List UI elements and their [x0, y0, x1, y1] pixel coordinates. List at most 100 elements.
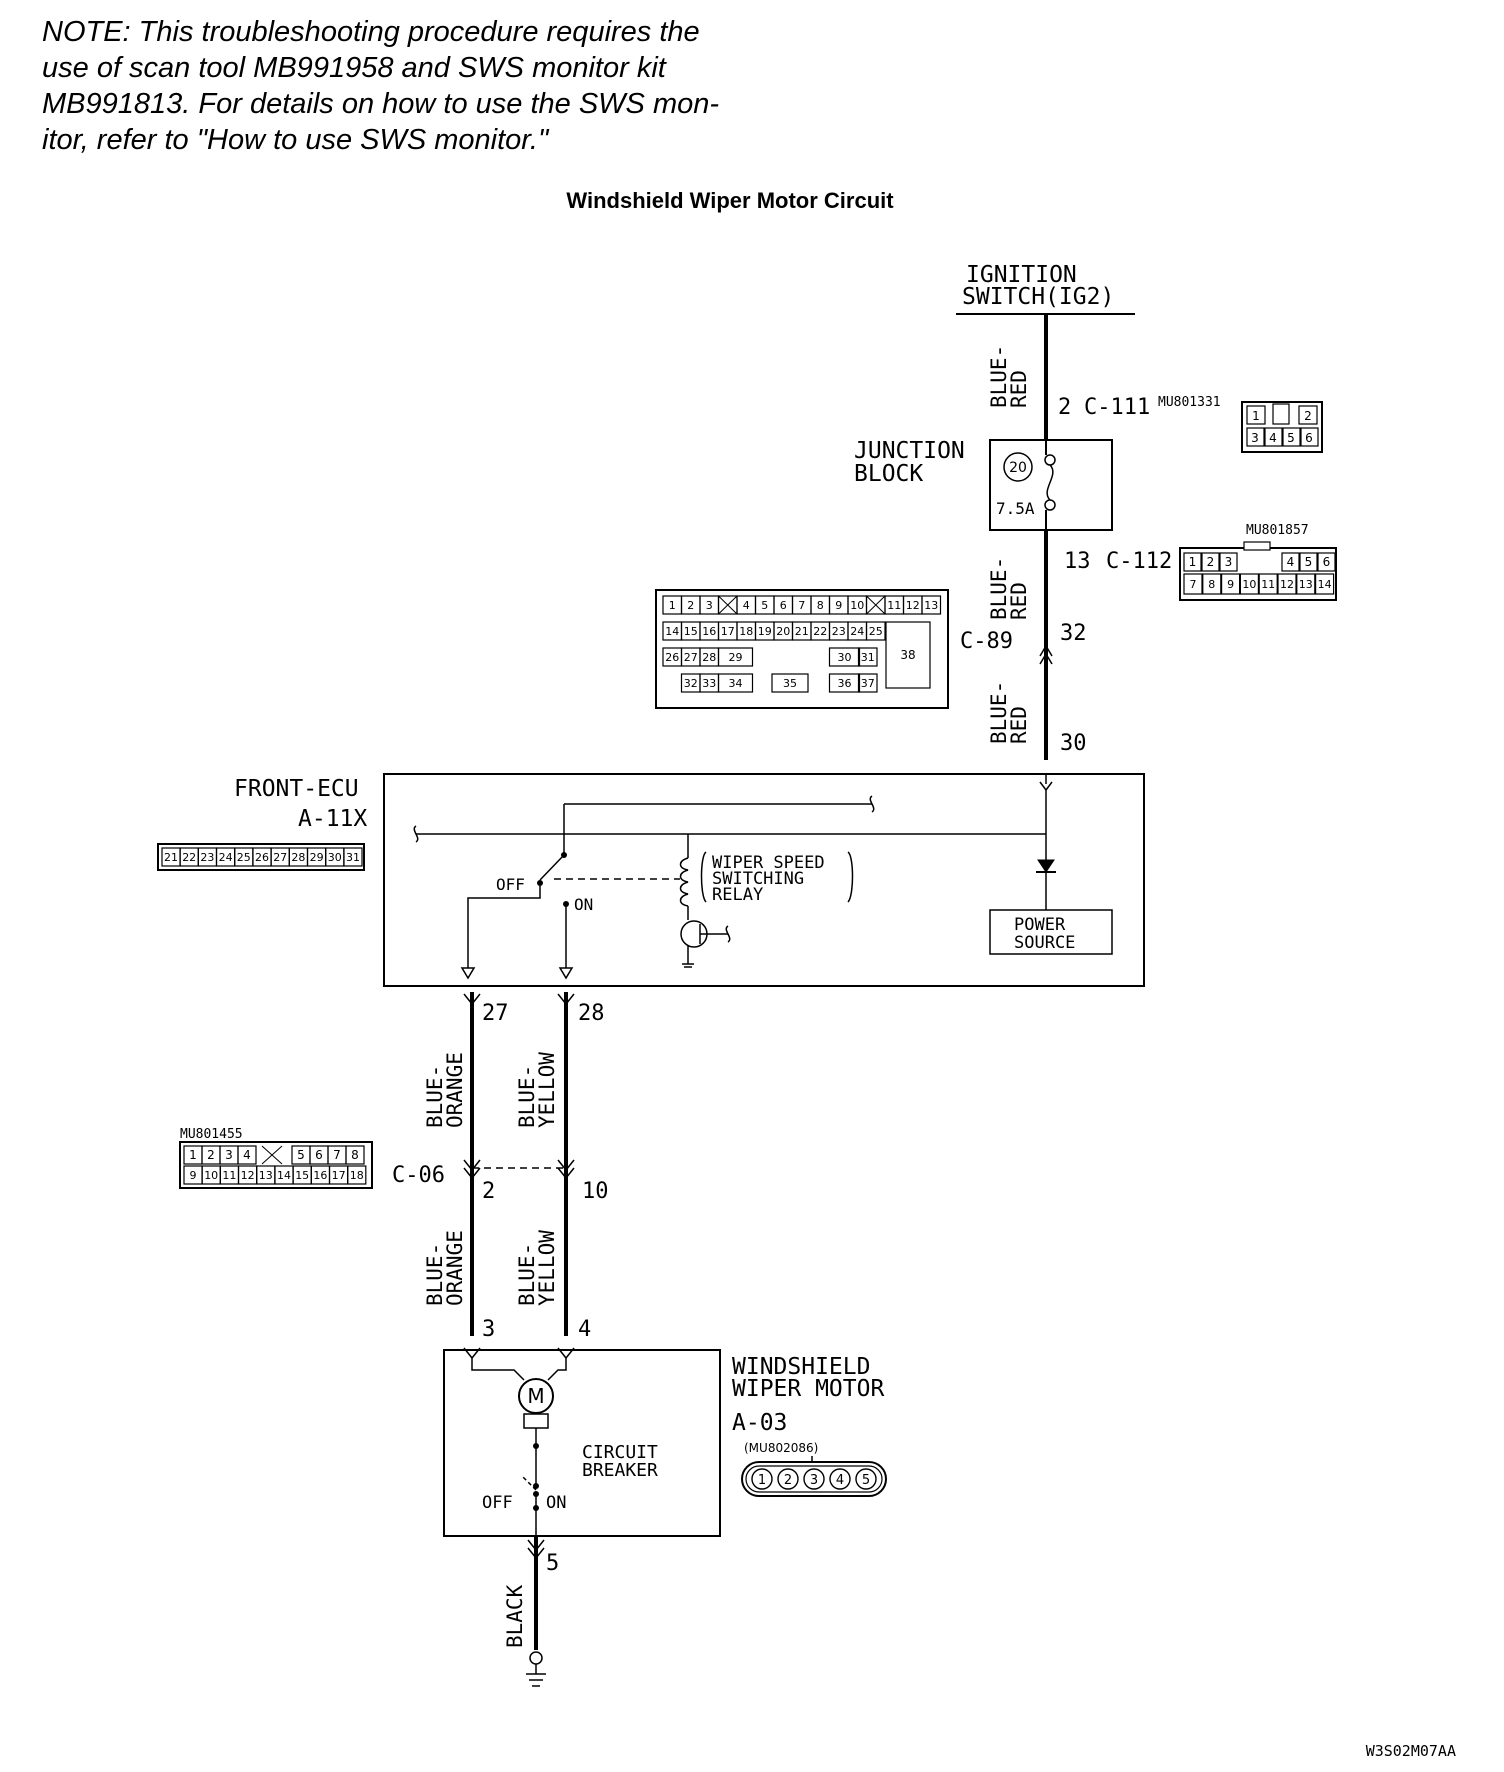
- connector-pin: [1282, 427, 1301, 447]
- ignition-switch: IGNITION SWITCH(IG2): [956, 262, 1135, 315]
- diagram-title: Windshield Wiper Motor Circuit: [566, 188, 894, 213]
- wire-color-label: BLUE- RED: [987, 557, 1031, 620]
- pin-number: 2: [1058, 395, 1071, 420]
- pin-label: 27: [684, 651, 698, 664]
- connector-pin: [1220, 573, 1241, 595]
- pin-label: 12: [906, 599, 920, 612]
- connector-pin: [857, 647, 878, 667]
- connector-pin: [717, 673, 754, 693]
- pin-label: 2: [1207, 555, 1215, 569]
- connector-outline: [157, 843, 365, 871]
- pin-label: 18: [350, 1169, 364, 1182]
- connector-c112-label: C-112: [1106, 549, 1172, 574]
- pin-number: 5: [546, 1551, 559, 1576]
- connector-symbol: [1039, 644, 1053, 665]
- internal-wire: [547, 1358, 567, 1381]
- pin-label: 11: [1261, 578, 1275, 591]
- pin-label: 20: [776, 625, 790, 638]
- connector-c89-label: C-89: [960, 629, 1013, 654]
- connector-part-number: MU801455: [180, 1127, 243, 1142]
- connector-c111-face: 1 2 3 4 5 6: [1241, 401, 1323, 453]
- pin-label: 8: [1208, 578, 1215, 591]
- pin-label: 5: [761, 599, 768, 612]
- connector-pin: [1298, 405, 1318, 425]
- blank-pin-mark: [261, 1145, 283, 1165]
- relay-label-line3: RELAY: [712, 885, 763, 905]
- pin-label: 30: [328, 851, 342, 864]
- pin-number: 32: [1060, 621, 1087, 646]
- pin-label: 9: [190, 1169, 197, 1182]
- pin-label: 2: [784, 1473, 792, 1488]
- wire-color-text: BLUE-: [987, 557, 1011, 620]
- pin-label: 15: [684, 625, 698, 638]
- connector-pin: [1202, 573, 1222, 595]
- pin-label: 32: [684, 677, 698, 690]
- connector-symbol: [557, 1159, 575, 1180]
- power-source-box: [989, 909, 1113, 955]
- pin-label: 29: [310, 851, 324, 864]
- wire-color-text: BLUE-: [515, 1243, 539, 1306]
- wire-color-label: BLUE- YELLOW: [515, 1052, 559, 1128]
- pin-label: 3: [1251, 431, 1259, 445]
- connector-pin: [237, 1145, 257, 1165]
- wire-color-text: ORANGE: [443, 1230, 467, 1306]
- pin-label: 16: [702, 625, 716, 638]
- pin-label: 1: [758, 1473, 766, 1488]
- pin-label: 5: [862, 1473, 870, 1488]
- wire-color-text: ORANGE: [443, 1052, 467, 1128]
- pin-label: 17: [721, 625, 735, 638]
- connector-pin: [1317, 552, 1336, 572]
- pin-label: 12: [241, 1169, 255, 1182]
- wire-color-label: BLUE- ORANGE: [423, 1052, 467, 1128]
- connector-pin: [771, 673, 809, 693]
- connector-pin: [1281, 552, 1300, 572]
- pin-label: 18: [739, 625, 753, 638]
- junction-block: JUNCTION BLOCK 20 7.5A: [854, 438, 1113, 531]
- pin-label: 14: [277, 1169, 291, 1182]
- pin-label: 14: [665, 625, 679, 638]
- pin-label: 4: [1269, 431, 1277, 445]
- power-source-label-line1: POWER: [1014, 915, 1066, 935]
- pin-label: 3: [225, 1148, 233, 1162]
- pin-label: 30: [838, 651, 852, 664]
- bracket: [700, 851, 707, 903]
- wire-break: [725, 925, 731, 943]
- bracket: [847, 851, 854, 903]
- ignition-label-line2: SWITCH(IG2): [962, 284, 1114, 310]
- connector-pin: [828, 647, 861, 667]
- connector-pin: [865, 621, 886, 641]
- connector-key: [1272, 403, 1290, 425]
- pin-label: 5: [297, 1148, 305, 1162]
- pin-label: 5: [1305, 555, 1313, 569]
- wire-color-text: BLUE-: [987, 345, 1011, 408]
- pin-label: 34: [729, 677, 743, 690]
- connector-symbol: [557, 993, 575, 1006]
- breaker-on-label: ON: [546, 1493, 566, 1513]
- pin-label: 10: [1242, 578, 1256, 591]
- pin-number: 10: [582, 1179, 609, 1204]
- pin-label: 2: [687, 599, 694, 612]
- pin-label: 23: [200, 851, 214, 864]
- connector-pin: [1264, 427, 1283, 447]
- connector-pin: [829, 1468, 851, 1490]
- connector-symbol: [463, 993, 481, 1006]
- connector-c111-label: C-111: [1084, 395, 1150, 420]
- pin-label: 5: [1287, 431, 1295, 445]
- wire-color-text: BLACK: [503, 1584, 527, 1648]
- wire-color-label: BLACK: [503, 1584, 527, 1648]
- junction-block-label-line2: BLOCK: [854, 461, 923, 487]
- pin-label: 6: [1305, 431, 1313, 445]
- connector-outline: [741, 1461, 887, 1497]
- circuit-breaker-label-line1: CIRCUIT: [582, 1442, 658, 1463]
- connector-c06-label: C-06: [392, 1163, 445, 1188]
- pin-label: 1: [669, 599, 676, 612]
- pin-label: 3: [810, 1473, 818, 1488]
- wire-color-text: BLUE-: [423, 1243, 447, 1306]
- connector-pin: [1296, 573, 1316, 595]
- pin-label: 12: [1280, 578, 1294, 591]
